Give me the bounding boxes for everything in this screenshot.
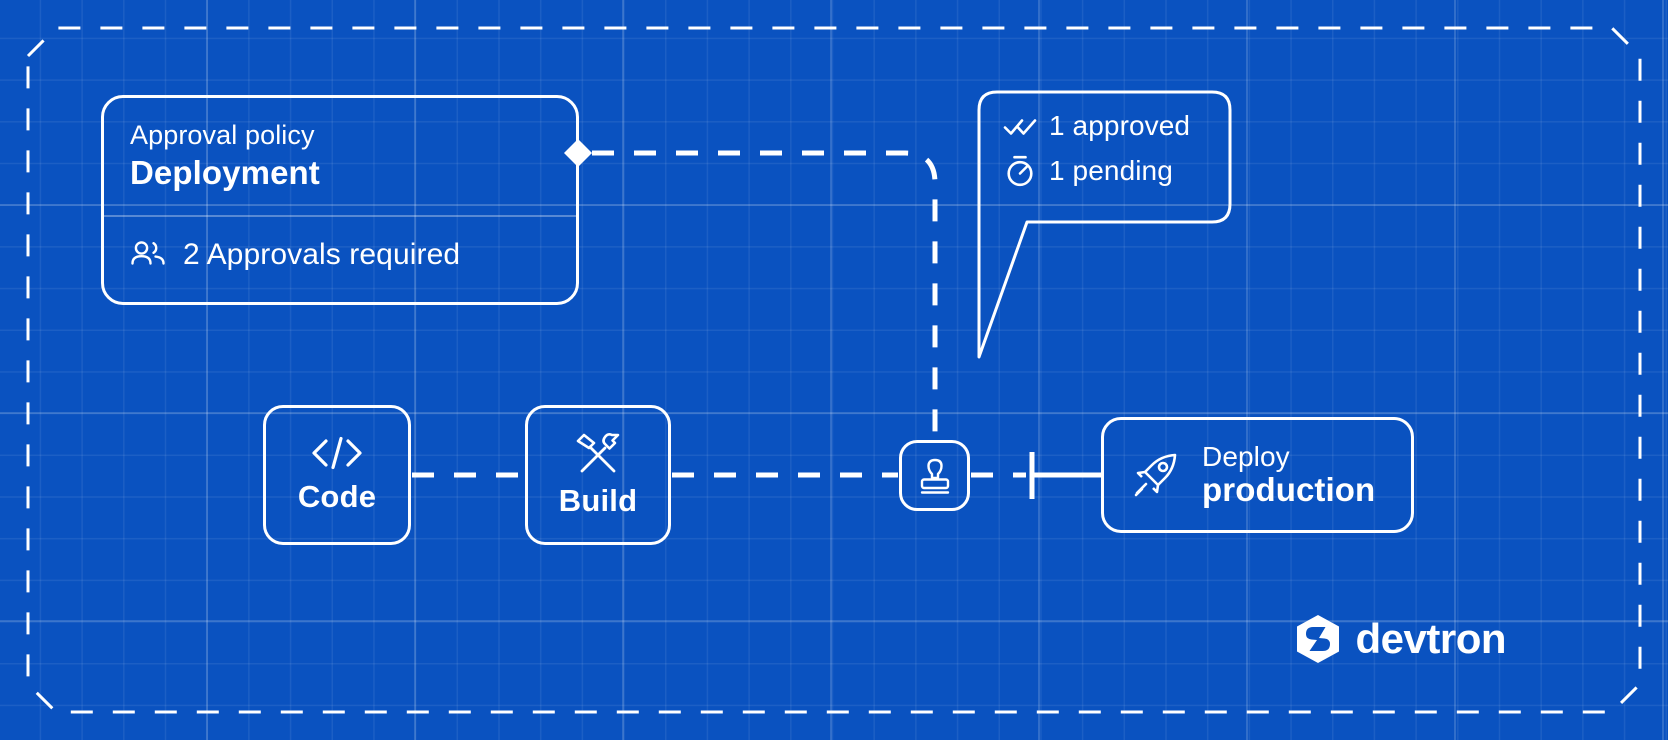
- deploy-kicker: Deploy: [1202, 440, 1290, 472]
- policy-card-header: Approval policy Deployment: [104, 98, 576, 192]
- hammer-wrench-icon: [576, 433, 620, 473]
- code-brackets-icon: [312, 436, 362, 470]
- deploy-environment: production: [1202, 471, 1376, 509]
- approval-policy-card[interactable]: Approval policy Deployment 2 Approvals r…: [101, 95, 579, 305]
- stopwatch-icon: [1007, 155, 1033, 187]
- callout-rows: 1 approved 1 pending: [1003, 110, 1220, 188]
- rocket-icon: [1134, 453, 1177, 497]
- stage-label-build: Build: [558, 483, 638, 518]
- pipeline-stage-deploy[interactable]: Deploy production: [1101, 417, 1414, 533]
- double-check-icon: [1003, 119, 1037, 135]
- brand-name: devtron: [1355, 615, 1506, 662]
- callout-label-pending: 1 pending: [1049, 155, 1173, 186]
- pipeline-stage-build[interactable]: Build: [525, 405, 671, 545]
- policy-title: Deployment: [130, 153, 320, 191]
- devtron-brand-logo: devtron: [1295, 614, 1506, 664]
- approvals-required-text: 2 Approvals required: [183, 238, 461, 271]
- pipeline-approval-gate[interactable]: [899, 440, 970, 511]
- deploy-text-block: Deploy production: [1202, 441, 1375, 509]
- approval-status-callout: 1 approved 1 pending: [977, 92, 1230, 222]
- users-icon: [131, 241, 165, 265]
- approval-stamp-icon: [920, 458, 949, 494]
- callout-row-pending: 1 pending: [1003, 154, 1220, 188]
- devtron-hexagon-icon: [1297, 615, 1340, 663]
- callout-row-approved: 1 approved: [1003, 110, 1220, 142]
- stage-label-code: Code: [297, 479, 377, 514]
- policy-kicker: Approval policy: [130, 120, 315, 150]
- policy-card-divider: [104, 215, 576, 217]
- policy-card-footer: 2 Approvals required: [130, 238, 560, 272]
- pipeline-stage-code[interactable]: Code: [263, 405, 411, 545]
- callout-label-approved: 1 approved: [1049, 110, 1191, 141]
